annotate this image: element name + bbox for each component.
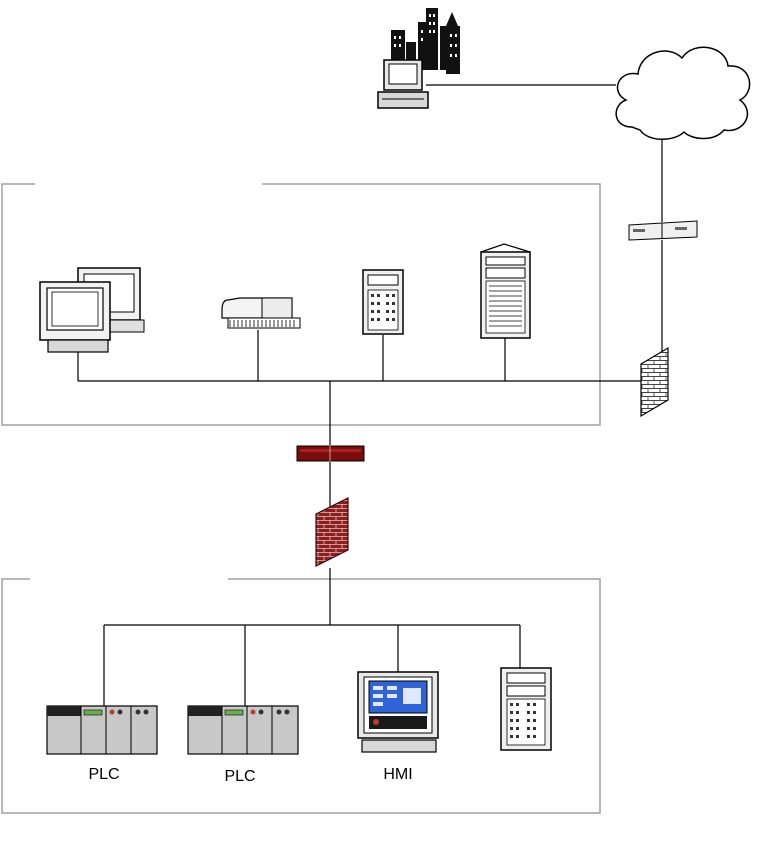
tower-server-icon (363, 270, 403, 334)
firewall-icon (641, 348, 668, 416)
firewall-icon (316, 498, 348, 566)
plc-1-label: PLC (74, 766, 134, 784)
printer-icon (222, 298, 300, 328)
hmi-terminal-icon (358, 672, 438, 752)
router-icon (629, 221, 697, 240)
plc-rack-icon (47, 706, 157, 754)
plc-2-label: PLC (210, 768, 270, 786)
plc-rack-icon (188, 706, 298, 754)
large-server-icon (481, 244, 530, 338)
router-icon (297, 446, 364, 461)
hmi-label: HMI (368, 766, 428, 784)
internet-cloud-icon (616, 47, 749, 139)
tower-server-icon (501, 668, 551, 750)
network-links (78, 85, 662, 706)
workstation-pair-icon (40, 268, 144, 352)
remote-computer-icon (378, 60, 428, 108)
